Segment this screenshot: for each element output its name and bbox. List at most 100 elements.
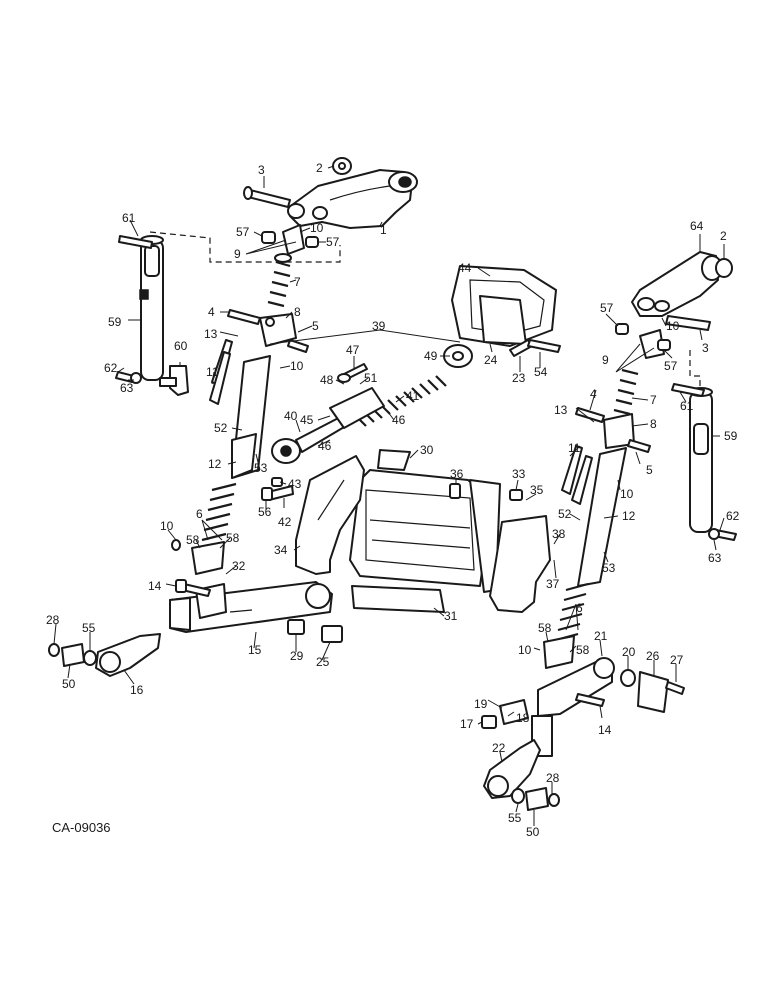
- callout-60: 60: [174, 339, 188, 353]
- callout-18: 18: [516, 711, 530, 725]
- bushing-55-right: [511, 788, 525, 804]
- bushing-20: [620, 669, 636, 687]
- callout-5: 5: [312, 319, 319, 333]
- callout-28: 28: [46, 613, 60, 627]
- rod-11-left: [209, 339, 233, 405]
- callout-10: 10: [310, 221, 324, 235]
- leader-lines: [53, 165, 725, 826]
- block-25: [321, 625, 343, 643]
- callout-45: 45: [300, 413, 314, 427]
- callout-58: 58: [538, 621, 552, 635]
- pin-27: [665, 681, 685, 695]
- washer-28-right: [548, 793, 560, 807]
- callout-32: 32: [232, 559, 246, 573]
- callout-38: 38: [552, 527, 566, 541]
- washer-63-right: [708, 528, 720, 540]
- callout-57: 57: [236, 225, 250, 239]
- callout-15: 15: [248, 643, 262, 657]
- lift-rod-7-right: [613, 368, 639, 416]
- rod-12-right: [577, 447, 627, 587]
- callout-58: 58: [226, 531, 240, 545]
- callout-56: 56: [258, 505, 272, 519]
- callout-55: 55: [82, 621, 96, 635]
- clevis-8-left: [259, 313, 297, 347]
- callout-50: 50: [62, 677, 76, 691]
- callout-8: 8: [294, 305, 301, 319]
- latch-50-left: [61, 643, 85, 667]
- callout-6: 6: [196, 507, 203, 521]
- callout-10: 10: [518, 643, 532, 657]
- callout-39: 39: [372, 319, 386, 333]
- dashed-connection-right: [689, 350, 701, 390]
- pin-61-right: [671, 383, 705, 397]
- pin-3-left: [243, 186, 291, 208]
- callout-37: 37: [546, 577, 560, 591]
- callout-9: 9: [602, 353, 609, 367]
- bolt-14-left: [175, 579, 211, 597]
- callout-10: 10: [160, 519, 174, 533]
- pin-4-left: [227, 309, 261, 325]
- callout-48: 48: [320, 373, 334, 387]
- callout-14: 14: [148, 579, 162, 593]
- callout-57: 57: [664, 359, 678, 373]
- side-plate-34: [295, 455, 365, 575]
- callout-57: 57: [600, 301, 614, 315]
- callout-13: 13: [204, 327, 218, 341]
- callout-3: 3: [258, 163, 265, 177]
- callout-36: 36: [450, 467, 464, 481]
- washer-28-left: [48, 643, 60, 657]
- callout-58: 58: [186, 533, 200, 547]
- callout-14: 14: [598, 723, 612, 737]
- clevis-58-right: [543, 635, 575, 669]
- clevis-9-right: [615, 323, 671, 359]
- bracket-60: [159, 365, 189, 396]
- callout-29: 29: [290, 649, 304, 663]
- callout-11: 11: [206, 365, 219, 379]
- callout-53: 53: [254, 461, 268, 475]
- callout-12: 12: [208, 457, 222, 471]
- callout-64: 64: [690, 219, 704, 233]
- callout-62: 62: [104, 361, 118, 375]
- callout-11: 11: [568, 441, 581, 455]
- callout-51: 51: [364, 371, 378, 385]
- callout-6: 6: [576, 601, 583, 615]
- callout-19: 19: [474, 697, 488, 711]
- callout-54: 54: [534, 365, 548, 379]
- callout-4: 4: [590, 387, 597, 401]
- callout-10: 10: [290, 359, 304, 373]
- callout-53: 53: [602, 561, 616, 575]
- pin-5-right: [627, 439, 651, 453]
- callout-35: 35: [530, 483, 544, 497]
- callout-49: 49: [424, 349, 438, 363]
- callout-26: 26: [646, 649, 660, 663]
- callout-1: 1: [380, 223, 387, 237]
- bolt-14-right: [575, 693, 605, 707]
- plate-31: [351, 585, 445, 613]
- right-side-casting: [489, 515, 551, 613]
- callout-50: 50: [526, 825, 540, 839]
- callout-40: 40: [284, 409, 298, 423]
- callout-46: 46: [318, 439, 332, 453]
- callout-63: 63: [120, 381, 134, 395]
- callout-5: 5: [646, 463, 653, 477]
- mount-24: [479, 295, 527, 345]
- bolt-36: [449, 483, 461, 499]
- callout-9: 9: [234, 247, 241, 261]
- top-link-39: [271, 344, 473, 464]
- callout-58: 58: [576, 643, 590, 657]
- washer-2-left: [332, 157, 352, 175]
- dashed-connection-left: [149, 231, 341, 263]
- callout-12: 12: [622, 509, 636, 523]
- callout-59: 59: [108, 315, 122, 329]
- callout-31: 31: [444, 609, 458, 623]
- lift-arm-right: [631, 251, 723, 317]
- callout-62: 62: [726, 509, 740, 523]
- pin-54: [527, 339, 561, 353]
- callout-13: 13: [554, 403, 568, 417]
- callout-17: 17: [460, 717, 474, 731]
- callout-42: 42: [278, 515, 292, 529]
- callout-10: 10: [620, 487, 634, 501]
- spring-6-left: [199, 482, 237, 552]
- rod-11-right: [561, 445, 593, 505]
- block-29: [287, 619, 305, 635]
